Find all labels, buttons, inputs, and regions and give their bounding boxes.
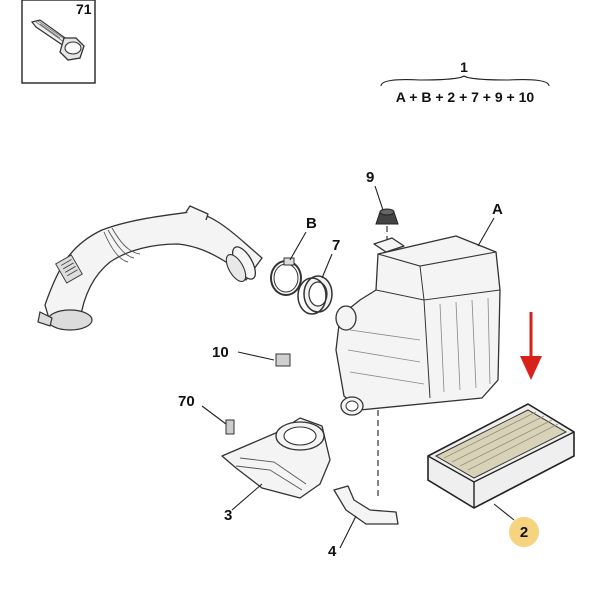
label-4: 4 [328, 543, 337, 560]
highlight-badge [509, 517, 539, 547]
label-70: 70 [178, 393, 195, 410]
air-filter-element-2: 2 [427, 403, 575, 547]
inset-label: 71 [76, 1, 92, 17]
seal-ring-7: 7 [297, 237, 340, 315]
label-10: 10 [212, 344, 229, 361]
assembly-formula: 1 A + B + 2 + 7 + 9 + 10 [380, 59, 550, 105]
label-9: 9 [366, 169, 374, 186]
formula-total-label: 1 [460, 59, 468, 75]
label-A: A [492, 201, 503, 218]
clamp-b: B [270, 215, 317, 296]
highlight-arrow-icon [520, 312, 542, 380]
air-duct-3: 3 [221, 417, 331, 524]
screw-70: 70 [178, 393, 235, 435]
label-2: 2 [520, 524, 528, 541]
air-filter-housing-a: A [335, 201, 503, 416]
air-intake-hose [37, 205, 263, 331]
bolt-icon [30, 19, 85, 61]
formula-expression: A + B + 2 + 7 + 9 + 10 [396, 89, 535, 105]
label-7: 7 [332, 237, 340, 254]
grommet-9: 9 [366, 169, 399, 244]
bracket-4: 4 [328, 485, 399, 560]
label-3: 3 [224, 507, 232, 524]
label-B: B [306, 215, 317, 232]
formula-brace [380, 75, 550, 87]
inset-part-71: 71 [21, 0, 96, 84]
clip-10: 10 [212, 344, 291, 367]
